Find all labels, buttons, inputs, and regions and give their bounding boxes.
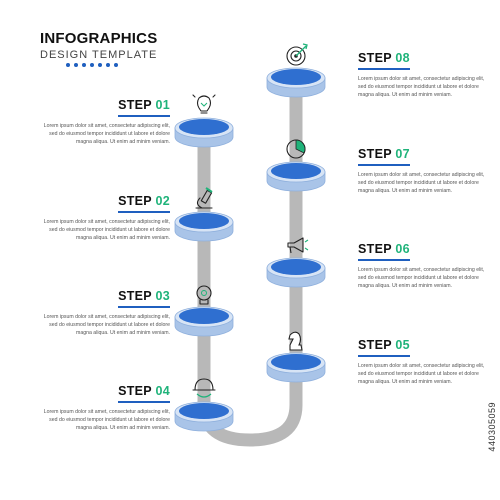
step-label: STEP (358, 338, 392, 352)
step-rule (118, 115, 170, 117)
step-rule (118, 401, 170, 403)
step-03: STEP 03 Lorem ipsum dolor sit amet, cons… (42, 289, 170, 337)
step-disc-01 (174, 117, 234, 148)
step-disc-04 (174, 401, 234, 432)
infographic-header: INFOGRAPHICS DESIGN TEMPLATE (40, 30, 157, 61)
step-rule (358, 259, 410, 261)
step-label: STEP (118, 98, 152, 112)
step-disc-03 (174, 306, 234, 337)
step-number: 03 (155, 289, 170, 303)
step-description: Lorem ipsum dolor sit amet, consectetur … (43, 314, 170, 336)
step-disc-06 (266, 257, 326, 288)
step-label: STEP (118, 289, 152, 303)
step-rule (358, 164, 410, 166)
step-description: Lorem ipsum dolor sit amet, consectetur … (43, 409, 170, 431)
step-07: STEP 07 Lorem ipsum dolor sit amet, cons… (358, 147, 486, 195)
worker-helmet-icon (192, 378, 216, 398)
step-number: 08 (395, 51, 410, 65)
page-title: INFOGRAPHICS (40, 30, 158, 47)
step-number: 02 (155, 194, 170, 208)
step-04: STEP 04 Lorem ipsum dolor sit amet, cons… (42, 384, 170, 432)
step-rule (118, 211, 170, 213)
step-description: Lorem ipsum dolor sit amet, consectetur … (358, 267, 485, 289)
step-disc-05 (266, 352, 326, 383)
step-label: STEP (118, 194, 152, 208)
dot (82, 63, 86, 67)
target-arrow-icon (286, 43, 308, 66)
step-disc-08 (266, 67, 326, 98)
step-rule (358, 68, 410, 70)
step-rule (118, 306, 170, 308)
dot (74, 63, 78, 67)
page-subtitle: DESIGN TEMPLATE (40, 49, 158, 61)
dot (90, 63, 94, 67)
step-number: 01 (155, 98, 170, 112)
step-06: STEP 06 Lorem ipsum dolor sit amet, cons… (358, 242, 486, 290)
step-02: STEP 02 Lorem ipsum dolor sit amet, cons… (42, 194, 170, 242)
step-description: Lorem ipsum dolor sit amet, consectetur … (43, 123, 170, 145)
step-description: Lorem ipsum dolor sit amet, consectetur … (358, 76, 485, 98)
dot (98, 63, 102, 67)
step-disc-02 (174, 211, 234, 242)
step-label: STEP (358, 242, 392, 256)
step-01: STEP 01 Lorem ipsum dolor sit amet, cons… (42, 98, 170, 146)
step-number: 06 (395, 242, 410, 256)
pie-chart-icon (286, 139, 306, 159)
step-05: STEP 05 Lorem ipsum dolor sit amet, cons… (358, 338, 486, 386)
brain-gear-icon (196, 285, 212, 305)
lightbulb-icon (192, 94, 216, 114)
dot (106, 63, 110, 67)
step-08: STEP 08 Lorem ipsum dolor sit amet, cons… (358, 51, 486, 99)
step-rule (358, 355, 410, 357)
step-number: 04 (155, 384, 170, 398)
step-number: 07 (395, 147, 410, 161)
dot (66, 63, 70, 67)
step-disc-07 (266, 161, 326, 192)
step-description: Lorem ipsum dolor sit amet, consectetur … (43, 219, 170, 241)
step-description: Lorem ipsum dolor sit amet, consectetur … (358, 363, 485, 385)
chess-knight-icon (288, 331, 303, 351)
step-label: STEP (358, 51, 392, 65)
step-label: STEP (118, 384, 152, 398)
decorative-dots (66, 63, 118, 67)
megaphone-icon (287, 237, 309, 254)
step-label: STEP (358, 147, 392, 161)
step-number: 05 (395, 338, 410, 352)
stock-id: 440305059 (487, 402, 497, 452)
microscope-icon (195, 187, 213, 209)
dot (114, 63, 118, 67)
step-description: Lorem ipsum dolor sit amet, consectetur … (358, 172, 485, 194)
